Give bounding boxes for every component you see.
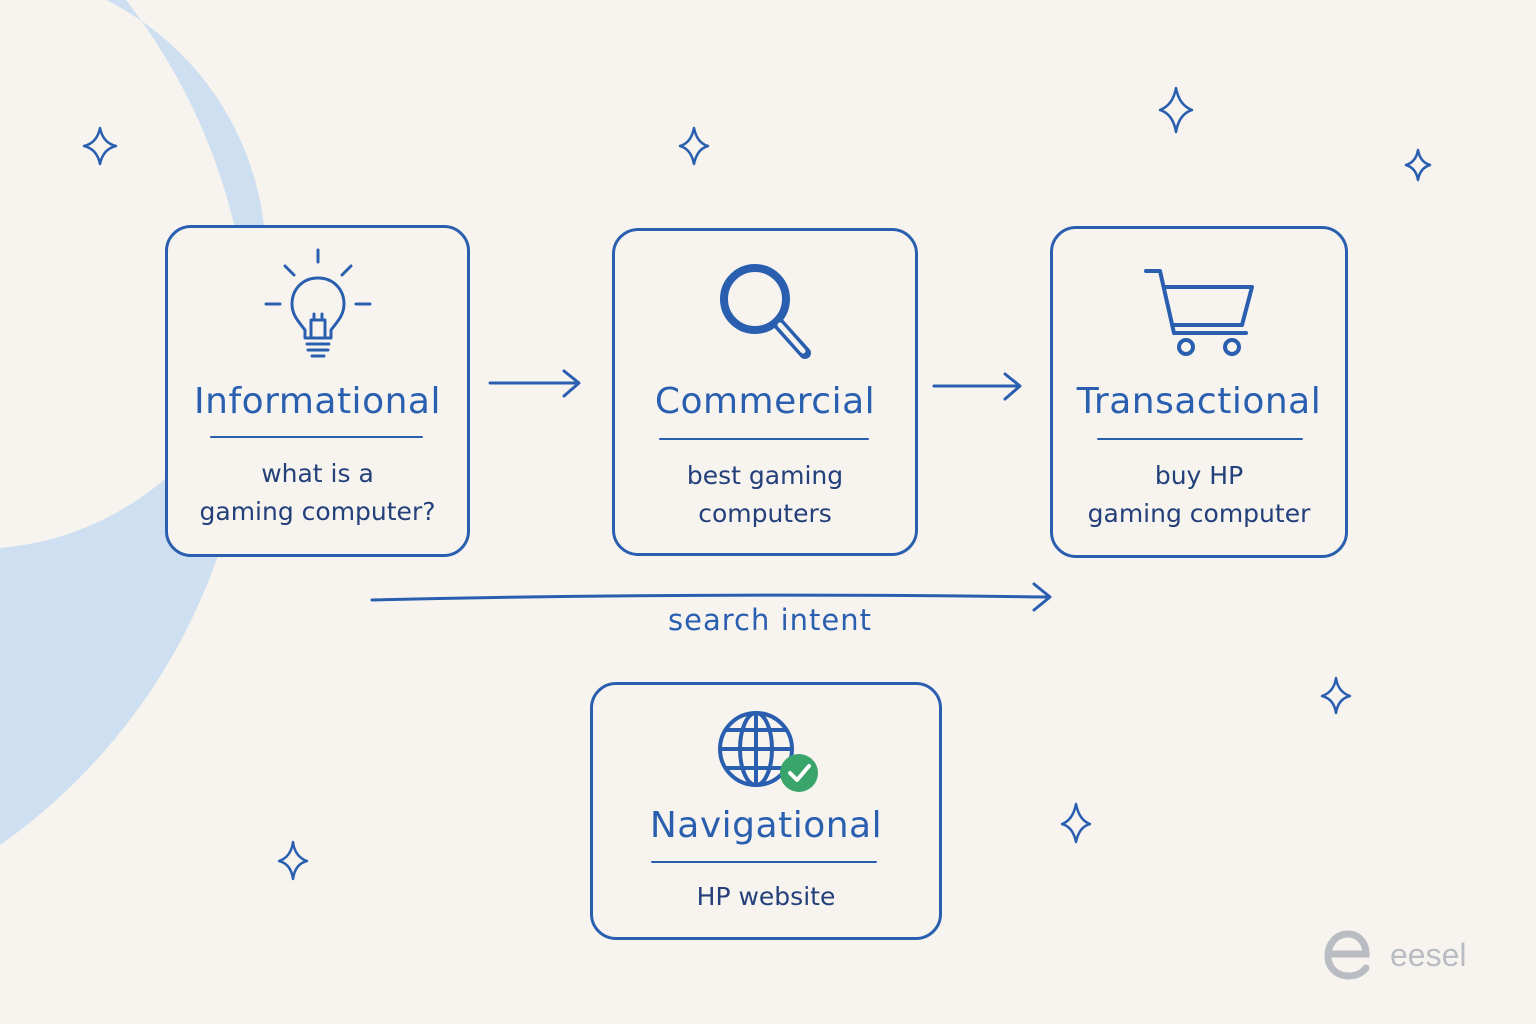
- sparkle-icon: [277, 840, 309, 881]
- card-title: Transactional: [1076, 381, 1322, 422]
- card-navigational: Navigational HP website: [590, 682, 942, 940]
- arrow-informational-to-commercial: [488, 369, 581, 398]
- card-informational: Informational what is a gaming computer?: [165, 225, 470, 557]
- background-arc: [0, 0, 266, 845]
- divider: [210, 436, 423, 438]
- brand-name: eesel: [1390, 936, 1467, 973]
- sparkle-icon: [1320, 676, 1352, 715]
- sparkle-icon: [1158, 86, 1194, 134]
- lightbulb-icon: [168, 246, 467, 366]
- shopping-cart-icon: [1053, 263, 1345, 363]
- card-title: Informational: [194, 381, 441, 422]
- search-intent-arrow: [370, 582, 1052, 612]
- eesel-logo-icon: [1324, 930, 1370, 980]
- example-line: what is a: [261, 459, 374, 488]
- example-line: buy HP: [1154, 461, 1244, 490]
- divider: [651, 861, 877, 863]
- card-commercial: Commercial best gaming computers: [612, 228, 918, 556]
- search-intent-label: search intent: [668, 603, 872, 637]
- sparkle-icon: [1060, 802, 1092, 844]
- sparkle-icon: [82, 126, 118, 166]
- divider: [659, 438, 869, 440]
- card-title: Commercial: [654, 381, 876, 422]
- card-example: best gaming computers: [615, 457, 915, 533]
- card-example: what is a gaming computer?: [168, 455, 467, 531]
- example-line: gaming computer?: [199, 497, 436, 526]
- magnifier-icon: [615, 257, 915, 367]
- card-example: HP website: [593, 878, 939, 916]
- brand-logo: eesel: [1320, 925, 1467, 985]
- card-title: Navigational: [649, 805, 883, 846]
- card-transactional: Transactional buy HP gaming computer: [1050, 226, 1348, 558]
- example-line: computers: [698, 499, 832, 528]
- example-line: HP website: [696, 882, 836, 911]
- card-example: buy HP gaming computer: [1053, 457, 1345, 533]
- sparkle-icon: [1404, 148, 1432, 182]
- example-line: gaming computer: [1087, 499, 1311, 528]
- sparkle-icon: [678, 126, 710, 166]
- arrow-commercial-to-transactional: [932, 372, 1022, 401]
- globe-check-icon: [593, 703, 939, 799]
- example-line: best gaming: [686, 461, 844, 490]
- divider: [1097, 438, 1303, 440]
